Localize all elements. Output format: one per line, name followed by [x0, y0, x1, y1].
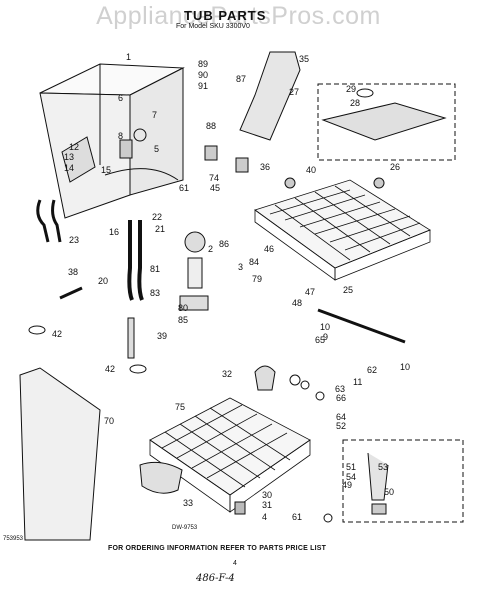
part-label-3: 3 — [238, 262, 243, 272]
part-label-48: 48 — [292, 298, 302, 308]
part-label-2: 2 — [208, 244, 213, 254]
part-label-87: 87 — [236, 74, 246, 84]
part-label-80: 80 — [178, 303, 188, 313]
part-label-63: 63 — [335, 384, 345, 394]
part-label-6: 6 — [118, 93, 123, 103]
part-label-1: 1 — [126, 52, 131, 62]
part-label-61: 61 — [179, 183, 189, 193]
part-label-5: 5 — [154, 144, 159, 154]
part-label-88: 88 — [206, 121, 216, 131]
part-label-64: 64 — [336, 412, 346, 422]
part-label-54: 54 — [346, 472, 356, 482]
sheet-code: 753953 — [3, 536, 24, 542]
ordering-footer: FOR ORDERING INFORMATION REFER TO PARTS … — [108, 545, 327, 552]
part-label-36: 36 — [260, 162, 270, 172]
part-label-50: 50 — [384, 487, 394, 497]
part-label-81: 81 — [150, 264, 160, 274]
part-label-66: 66 — [336, 393, 346, 403]
part-label-11: 11 — [353, 377, 362, 387]
part-label-61: 61 — [292, 512, 302, 522]
part-label-86: 86 — [219, 239, 229, 249]
part-label-14: 14 — [64, 163, 74, 173]
part-label-4: 4 — [262, 512, 267, 522]
part-label-15: 15 — [101, 165, 111, 175]
part-label-91: 91 — [198, 81, 208, 91]
part-label-32: 32 — [222, 369, 232, 379]
part-label-33: 33 — [183, 498, 193, 508]
part-label-65: 65 — [315, 335, 325, 345]
part-label-29: 29 — [346, 84, 356, 94]
part-label-13: 13 — [64, 152, 74, 162]
part-label-90: 90 — [198, 70, 208, 80]
part-label-30: 30 — [262, 490, 272, 500]
part-label-10: 10 — [400, 362, 410, 372]
page-number: 4 — [233, 560, 237, 567]
tub-assembly — [39, 63, 185, 219]
part-label-10: 10 — [320, 322, 330, 332]
part-label-84: 84 — [249, 257, 259, 267]
part-label-53: 53 — [378, 462, 388, 472]
part-label-45: 45 — [210, 183, 220, 193]
part-label-35: 35 — [299, 54, 309, 64]
part-label-47: 47 — [305, 287, 315, 297]
part-label-9: 9 — [323, 332, 328, 342]
part-label-26: 26 — [390, 162, 400, 172]
part-label-79: 79 — [252, 274, 262, 284]
part-label-49: 49 — [342, 480, 352, 490]
part-label-39: 39 — [157, 331, 167, 341]
part-label-46: 46 — [264, 244, 274, 254]
part-label-25: 25 — [343, 285, 353, 295]
part-label-42: 42 — [105, 364, 115, 374]
part-label-51: 51 — [346, 462, 356, 472]
part-label-20: 20 — [98, 276, 108, 286]
part-label-83: 83 — [150, 288, 160, 298]
part-label-62: 62 — [367, 365, 377, 375]
part-label-8: 8 — [118, 131, 123, 141]
part-label-22: 22 — [152, 212, 162, 222]
part-label-23: 23 — [69, 235, 79, 245]
part-label-12: 12 — [69, 142, 79, 152]
figure-code: DW-9753 — [172, 525, 198, 531]
part-label-74: 74 — [209, 173, 219, 183]
part-label-28: 28 — [350, 98, 360, 108]
part-label-31: 31 — [262, 500, 272, 510]
part-label-16: 16 — [109, 227, 119, 237]
part-label-70: 70 — [104, 416, 114, 426]
diagram-title: TUB PARTS — [184, 8, 267, 23]
part-label-89: 89 — [198, 59, 208, 69]
part-label-21: 21 — [155, 224, 165, 234]
part-label-7: 7 — [152, 110, 157, 120]
handwritten-note: 486-F-4 — [196, 573, 235, 584]
part-label-38: 38 — [68, 267, 78, 277]
part-label-42: 42 — [52, 329, 62, 339]
part-label-27: 27 — [289, 87, 299, 97]
part-label-40: 40 — [306, 165, 316, 175]
part-label-52: 52 — [336, 421, 346, 431]
model-subtitle: For Model SKU 3300V0 — [176, 23, 250, 30]
part-label-85: 85 — [178, 315, 188, 325]
part-label-75: 75 — [175, 402, 185, 412]
